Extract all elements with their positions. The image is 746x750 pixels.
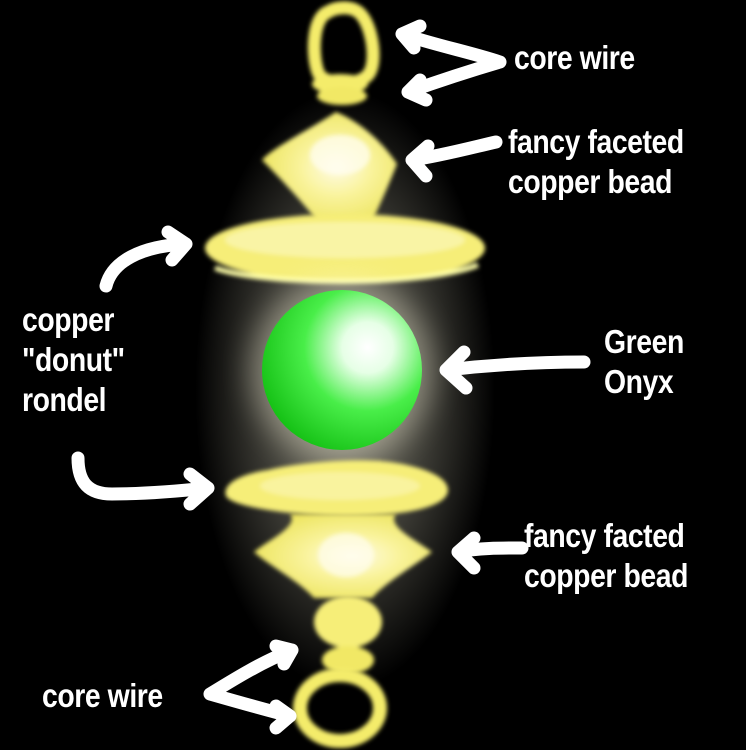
label-core-wire-bottom: core wire xyxy=(42,677,163,714)
faceted-bead-bottom xyxy=(254,514,432,598)
faceted-bead-top xyxy=(262,112,397,222)
core-wire-top-loop xyxy=(307,1,380,105)
label-core-wire-top: core wire xyxy=(514,39,635,76)
green-onyx-bead xyxy=(250,278,434,462)
donut-rondel-bottom xyxy=(225,460,448,516)
arrow-bead-top xyxy=(405,135,503,183)
arrow-core-wire-top xyxy=(395,19,507,107)
arrow-rondel-bottom xyxy=(71,451,215,511)
donut-rondel-top xyxy=(205,214,485,284)
arrow-rondel-top xyxy=(99,225,193,293)
arrow-onyx xyxy=(439,345,591,395)
label-green-onyx: Green Onyx xyxy=(604,323,684,400)
label-fancy-faceted-bead-top: fancy faceted copper bead xyxy=(508,123,684,200)
arrow-bead-bottom xyxy=(451,531,529,575)
arrow-core-wire-bottom xyxy=(203,639,299,735)
core-wire-bottom-loop xyxy=(293,668,387,748)
label-copper-donut-rondel: copper "donut" rondel xyxy=(22,301,125,418)
label-fancy-faceted-bead-bottom: fancy facted copper bead xyxy=(524,517,689,594)
connector-bead-bottom xyxy=(314,596,382,674)
